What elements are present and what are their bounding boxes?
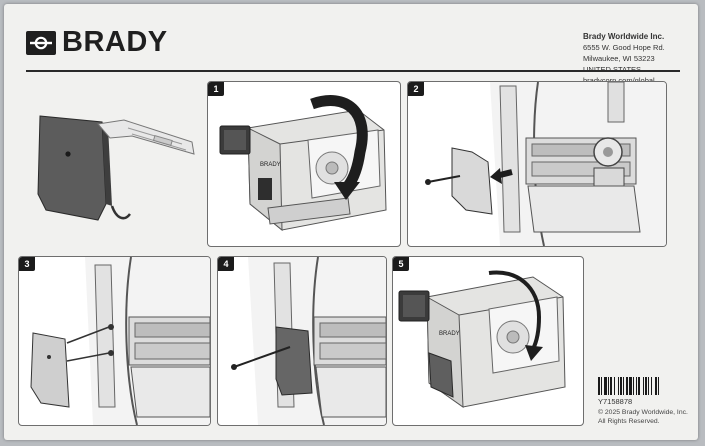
insert-arrow-icon — [490, 168, 513, 184]
step-2-panel: 2 — [407, 81, 667, 247]
part-number: Y7158878 — [598, 397, 633, 406]
rotate-arrow-icon — [310, 95, 368, 200]
copyright-text: © 2025 Brady Worldwide, Inc. — [598, 409, 688, 416]
step-5-panel: 5 BRADY — [392, 256, 584, 426]
step-number: 4 — [218, 257, 234, 271]
company-address-line2: Milwaukee, WI 53223 — [583, 54, 655, 63]
step-number: 2 — [408, 82, 424, 96]
company-address-block: Brady Worldwide Inc. 6555 W. Good Hope R… — [583, 31, 665, 86]
company-website: bradycorp.com/global — [583, 75, 665, 86]
company-address-line1: 6555 W. Good Hope Rd. — [583, 43, 665, 52]
rotate-arrow-icon — [488, 270, 543, 361]
copyright-block: © 2025 Brady Worldwide, Inc. All Rights … — [598, 408, 688, 426]
barcode — [598, 377, 680, 395]
step-number: 5 — [393, 257, 409, 271]
company-name: Brady Worldwide Inc. — [583, 32, 665, 41]
company-country: UNITED STATES — [583, 64, 665, 75]
side-cover-part-illustration — [32, 108, 202, 238]
screw-icon — [425, 175, 461, 185]
step-number: 1 — [208, 82, 224, 96]
printer-brand-text: BRADY — [260, 162, 281, 168]
rights-text: All Rights Reserved. — [598, 418, 660, 425]
step-3-panel: 3 — [18, 256, 211, 426]
brady-logo-icon — [26, 30, 56, 55]
printer-brand-text: BRADY — [439, 331, 460, 337]
screw-icon — [66, 326, 110, 362]
brady-logo: BRADY — [26, 28, 168, 57]
instruction-sheet: BRADY Brady Worldwide Inc. 6555 W. Good … — [4, 4, 698, 440]
step-4-panel: 4 — [217, 256, 387, 426]
logo-text: BRADY — [62, 26, 168, 58]
header-divider — [26, 70, 680, 72]
step-1-panel: 1 BRADY — [207, 81, 401, 247]
screw-icon — [231, 346, 291, 370]
step-number: 3 — [19, 257, 35, 271]
